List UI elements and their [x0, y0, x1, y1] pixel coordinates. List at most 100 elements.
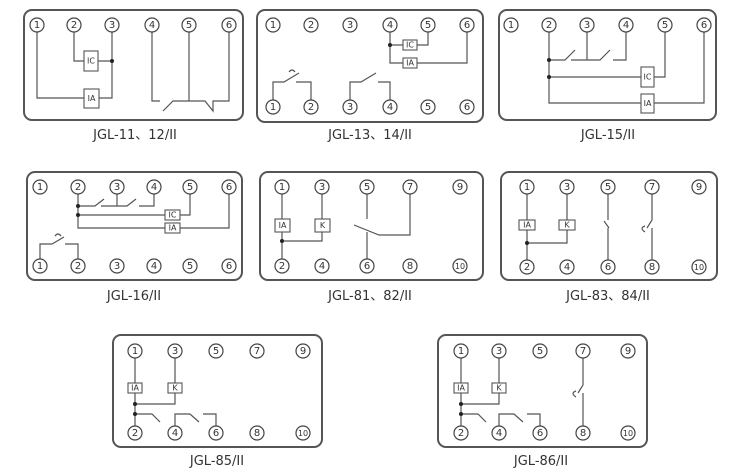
- panel-frame: [26, 171, 243, 281]
- wiring: [134, 358, 217, 426]
- diagram-caption: JGL-13、14/II: [327, 128, 412, 143]
- terminal-circle: [644, 259, 660, 275]
- diagram-jgl-86: IA K JGL-86/II: [437, 334, 648, 469]
- terminal-number: 9: [625, 346, 631, 357]
- relay-box-label: K: [320, 221, 326, 230]
- terminal-number: 6: [537, 428, 543, 439]
- terminal-circle: [382, 99, 398, 115]
- terminal-circle: [618, 17, 634, 33]
- terminal-circle: [359, 258, 375, 274]
- terminal-number: 5: [186, 20, 192, 31]
- relay-box-label: IA: [406, 59, 414, 68]
- terminal-circle: [144, 17, 160, 33]
- relay-box-label: IC: [87, 57, 95, 66]
- junction-dot: [547, 58, 551, 62]
- terminal-circle: [491, 343, 507, 359]
- terminal-circle: [295, 343, 311, 359]
- terminal-circle: [600, 179, 616, 195]
- junction-dot: [133, 402, 137, 406]
- terminal-circle: [182, 179, 198, 195]
- relay-box-label: IA: [88, 94, 96, 103]
- panel-frame: [500, 171, 718, 281]
- junction-dot: [459, 412, 463, 416]
- ia-relay-box: [83, 88, 100, 109]
- terminal-circle: [620, 425, 636, 441]
- terminal-circle: [66, 17, 82, 33]
- diagram-caption: JGL-16/II: [106, 289, 161, 304]
- panel-frame: [498, 9, 717, 121]
- terminal-circle: [575, 343, 591, 359]
- ia-relay-box: [640, 93, 655, 114]
- terminal-circle: [181, 17, 197, 33]
- terminal-number: 4: [387, 20, 393, 31]
- terminal-number: 5: [425, 20, 431, 31]
- panel-frame: [259, 171, 484, 281]
- terminal-number: 4: [151, 261, 157, 272]
- terminal-number: 2: [308, 20, 314, 31]
- terminal-circle: [559, 179, 575, 195]
- terminal-number: 3: [319, 182, 325, 193]
- terminal-circle: [453, 425, 469, 441]
- terminal-circle: [70, 258, 86, 274]
- terminal-number: 10: [298, 429, 308, 438]
- terminal-number: 2: [279, 261, 285, 272]
- terminal-circle: [29, 17, 45, 33]
- terminal-number: 3: [496, 346, 502, 357]
- terminal-circle: [657, 17, 673, 33]
- wiring: [39, 194, 230, 259]
- wiring: [281, 194, 411, 259]
- terminal-number: 1: [524, 182, 530, 193]
- relay-box-label: IA: [523, 221, 531, 230]
- terminal-circle: [221, 258, 237, 274]
- terminal-number: 5: [213, 346, 219, 357]
- ia-relay-box: [274, 218, 291, 233]
- terminal-circle: [491, 425, 507, 441]
- terminal-number: 4: [149, 20, 155, 31]
- terminal-number: 1: [458, 346, 464, 357]
- terminal-circle: [109, 258, 125, 274]
- diagram-jgl-16: IC IA JGL-16/II: [26, 171, 243, 304]
- terminal-number: 7: [407, 182, 413, 193]
- terminal-circle: [453, 343, 469, 359]
- terminal-number: 5: [187, 261, 193, 272]
- terminal-number: 9: [696, 182, 702, 193]
- terminal-circle: [420, 17, 436, 33]
- panel-frame: [437, 334, 648, 448]
- diagram-jgl-11-12: IC IA JGL-11、12/II: [23, 9, 244, 143]
- relay-box-label: IA: [279, 221, 287, 230]
- terminal-number: 3: [347, 20, 353, 31]
- diagram-caption: JGL-85/II: [189, 454, 244, 469]
- terminal-number: 4: [172, 428, 178, 439]
- terminal-circle: [208, 343, 224, 359]
- terminal-circle: [182, 258, 198, 274]
- diagram-caption: JGL-15/II: [580, 128, 635, 143]
- terminal-circle: [32, 258, 48, 274]
- terminal-circle: [691, 179, 707, 195]
- terminal-circle: [342, 99, 358, 115]
- terminal-circle: [459, 99, 475, 115]
- junction-dot: [76, 213, 80, 217]
- diagram-caption: JGL-83、84/II: [565, 289, 650, 304]
- k-relay-box: [558, 219, 576, 231]
- junction-dot: [280, 239, 284, 243]
- terminal-circle: [519, 179, 535, 195]
- terminal-number: 3: [114, 261, 120, 272]
- terminal-number: 1: [508, 20, 514, 31]
- terminal-circle: [127, 343, 143, 359]
- terminal-circle: [221, 179, 237, 195]
- k-relay-box: [314, 218, 331, 233]
- terminal-number: 7: [649, 182, 655, 193]
- terminal-number: 7: [254, 346, 260, 357]
- terminal-circle: [167, 425, 183, 441]
- terminal-circle: [532, 425, 548, 441]
- relay-box-label: IA: [457, 384, 465, 393]
- terminal-number: 2: [546, 20, 552, 31]
- terminal-circle: [249, 425, 265, 441]
- diagram-caption: JGL-86/II: [513, 454, 568, 469]
- terminal-number: 3: [172, 346, 178, 357]
- terminal-number: 3: [109, 20, 115, 31]
- terminal-circle: [402, 258, 418, 274]
- terminal-number: 6: [226, 20, 232, 31]
